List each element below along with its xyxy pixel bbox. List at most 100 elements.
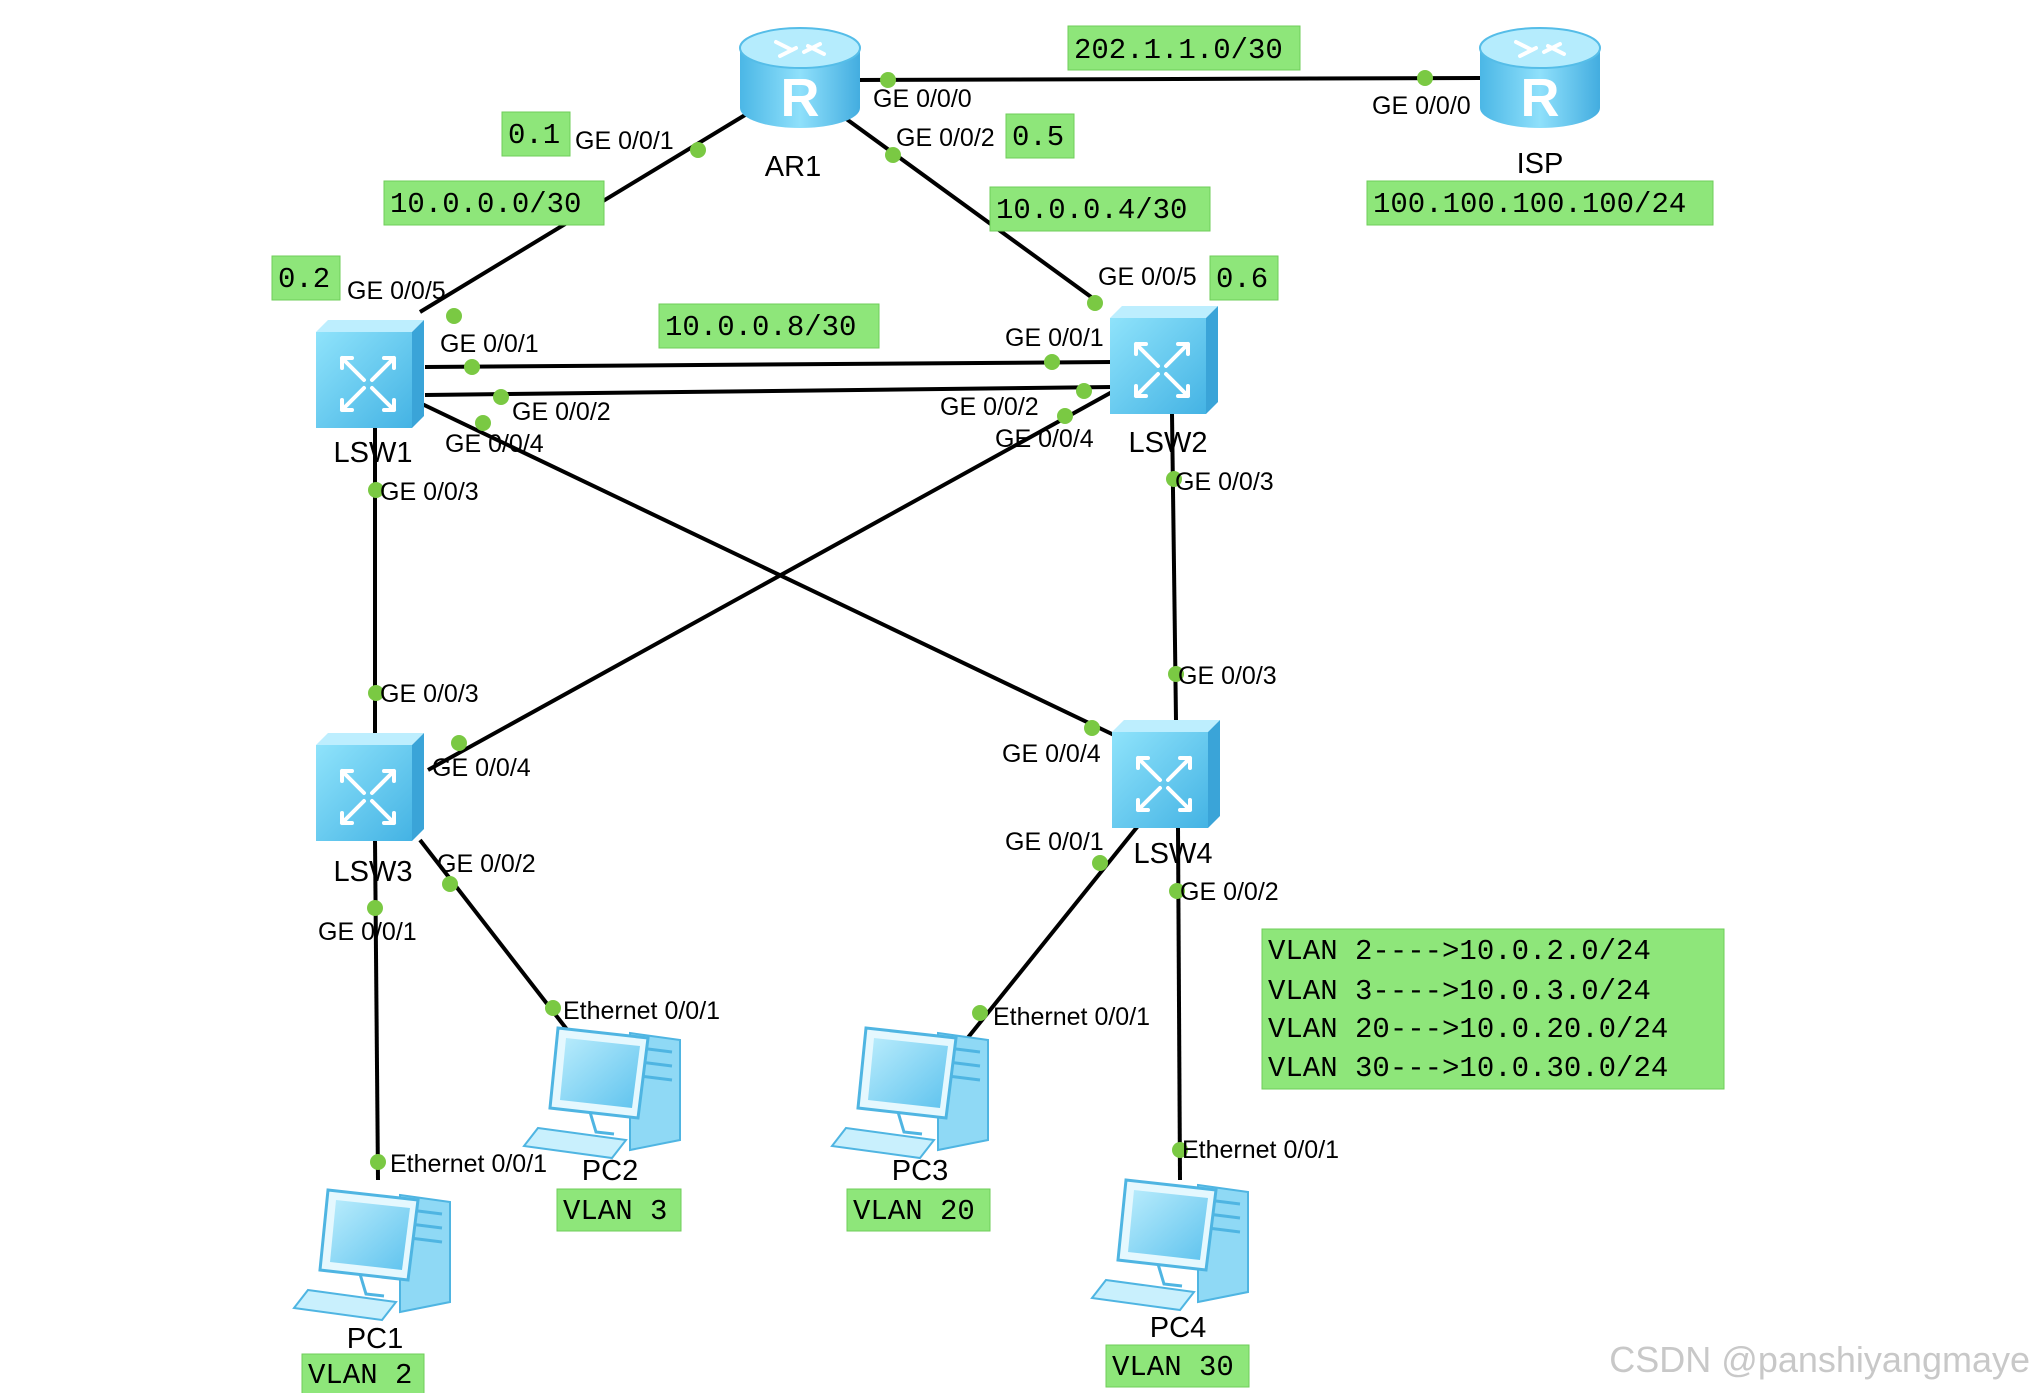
port-dot (1166, 471, 1182, 487)
port-dot (690, 142, 706, 158)
port-dot (885, 147, 901, 163)
svg-text:VLAN 20: VLAN 20 (853, 1195, 975, 1228)
svg-text:10.0.0.8/30: 10.0.0.8/30 (665, 311, 856, 344)
svg-text:100.100.100.100/24: 100.100.100.100/24 (1373, 188, 1686, 221)
port-label-lsw3-ge001: GE 0/0/1 (318, 918, 417, 946)
net-label-ar1-lsw1: 10.0.0.0/30 (383, 180, 605, 226)
port-label-pc2-eth: Ethernet 0/0/1 (563, 997, 720, 1025)
link-lsw1-lsw2-a (424, 360, 1113, 369)
port-dot (368, 685, 384, 701)
vlan-table-row: VLAN 2---->10.0.2.0/24 (1268, 935, 1651, 968)
device-label-lsw4: LSW4 (1134, 838, 1213, 870)
svg-text:VLAN 30: VLAN 30 (1112, 1351, 1234, 1384)
port-dot (1076, 383, 1092, 399)
switch-icon-lsw4[interactable] (1110, 718, 1222, 830)
switch-icon-lsw2[interactable] (1108, 304, 1220, 416)
svg-text:VLAN 3: VLAN 3 (563, 1195, 667, 1228)
port-label-lsw2-ge002: GE 0/0/2 (940, 393, 1039, 421)
device-label-ar1: AR1 (765, 151, 821, 183)
port-dot (1169, 883, 1185, 899)
port-dot (1417, 70, 1433, 86)
vlan-subnet-table: VLAN 2---->10.0.2.0/24 VLAN 3---->10.0.3… (1261, 928, 1725, 1090)
port-dot (1092, 855, 1108, 871)
ip-label-ar1-0-1: 0.1 (501, 111, 571, 157)
port-dot (1172, 1142, 1188, 1158)
vlan-label-pc2: VLAN 3 (556, 1188, 682, 1232)
svg-text:0.6: 0.6 (1216, 263, 1268, 296)
port-label-lsw1-ge005: GE 0/0/5 (347, 277, 446, 305)
port-label-lsw4-ge001: GE 0/0/1 (1005, 828, 1104, 856)
vlan-table-row: VLAN 30--->10.0.30.0/24 (1268, 1052, 1668, 1085)
port-dot (442, 876, 458, 892)
port-label-pc1-eth: Ethernet 0/0/1 (390, 1150, 547, 1178)
port-label-lsw2-ge001: GE 0/0/1 (1005, 324, 1104, 352)
port-dot (1168, 666, 1184, 682)
port-dot (1084, 720, 1100, 736)
vlan-label-pc1: VLAN 2 (301, 1353, 425, 1393)
port-label-pc4-eth: Ethernet 0/0/1 (1182, 1136, 1339, 1164)
device-label-lsw2: LSW2 (1129, 427, 1208, 459)
device-label-lsw1: LSW1 (334, 437, 413, 469)
port-dot (1057, 408, 1073, 424)
port-label-lsw4-ge004: GE 0/0/4 (1002, 740, 1101, 768)
svg-text:VLAN 2: VLAN 2 (308, 1359, 412, 1392)
port-dot (1044, 354, 1060, 370)
port-label-lsw3-ge004: GE 0/0/4 (432, 754, 531, 782)
device-label-pc2: PC2 (582, 1155, 638, 1187)
port-label-lsw1-ge002: GE 0/0/2 (512, 398, 611, 426)
port-label-ar1-ge001: GE 0/0/1 (575, 127, 674, 155)
port-label-lsw2-ge005: GE 0/0/5 (1098, 263, 1197, 291)
pc-icon-pc3[interactable] (830, 1026, 990, 1160)
port-label-ar1-ge002: GE 0/0/2 (896, 124, 995, 152)
port-label-lsw3-ge003: GE 0/0/3 (380, 680, 479, 708)
port-dot (1087, 295, 1103, 311)
ip-label-lsw1-0-2: 0.2 (271, 255, 341, 301)
svg-text:0.2: 0.2 (278, 263, 330, 296)
port-dot (972, 1005, 988, 1021)
router-icon-ar1[interactable] (738, 26, 862, 130)
port-dot (493, 389, 509, 405)
port-dot (446, 308, 462, 324)
port-dot (367, 900, 383, 916)
links-layer (373, 76, 1481, 1181)
pc-icon-pc1[interactable] (292, 1188, 452, 1322)
svg-text:202.1.1.0/30: 202.1.1.0/30 (1074, 34, 1283, 67)
router-icon-isp[interactable] (1478, 26, 1602, 130)
link-lsw1-lsw4 (419, 401, 1115, 737)
link-lsw3-pc1 (373, 839, 380, 1181)
port-dot (368, 482, 384, 498)
port-label-ar1-ge000: GE 0/0/0 (873, 85, 972, 113)
net-label-isp-address: 100.100.100.100/24 (1366, 180, 1714, 226)
link-ar1-isp (857, 76, 1481, 82)
port-label-lsw4-ge003: GE 0/0/3 (1178, 662, 1277, 690)
switch-icon-lsw1[interactable] (314, 318, 426, 430)
svg-text:10.0.0.0/30: 10.0.0.0/30 (390, 188, 581, 221)
port-label-isp-ge000: GE 0/0/0 (1372, 92, 1471, 120)
device-label-isp: ISP (1517, 148, 1564, 180)
watermark: CSDN @panshiyangmaye (1609, 1339, 2030, 1380)
ip-label-ar1-0-5: 0.5 (1005, 113, 1075, 159)
ip-label-lsw2-0-6: 0.6 (1209, 255, 1279, 301)
port-dot (880, 72, 896, 88)
vlan-table-row: VLAN 20--->10.0.20.0/24 (1268, 1013, 1668, 1046)
port-label-lsw1-ge001: GE 0/0/1 (440, 330, 539, 358)
port-label-lsw4-ge002: GE 0/0/2 (1180, 878, 1279, 906)
svg-text:10.0.0.4/30: 10.0.0.4/30 (996, 194, 1187, 227)
port-label-lsw3-ge002: GE 0/0/2 (437, 850, 536, 878)
switch-icon-lsw3[interactable] (314, 731, 426, 843)
device-label-lsw3: LSW3 (334, 856, 413, 888)
device-label-pc1: PC1 (347, 1323, 403, 1355)
pc-icon-pc2[interactable] (522, 1026, 682, 1160)
port-label-lsw2-ge004: GE 0/0/4 (995, 425, 1094, 453)
device-label-pc3: PC3 (892, 1155, 948, 1187)
port-dot (464, 359, 480, 375)
link-ar1-lsw2 (843, 116, 1100, 304)
vlan-table-row: VLAN 3---->10.0.3.0/24 (1268, 975, 1651, 1008)
port-dots-layer (367, 70, 1433, 1170)
pc-icon-pc4[interactable] (1090, 1178, 1250, 1312)
vlan-label-pc4: VLAN 30 (1105, 1344, 1250, 1388)
link-lsw1-lsw2-b (424, 385, 1113, 397)
link-lsw2-lsw3 (427, 390, 1113, 772)
port-dot (451, 735, 467, 751)
